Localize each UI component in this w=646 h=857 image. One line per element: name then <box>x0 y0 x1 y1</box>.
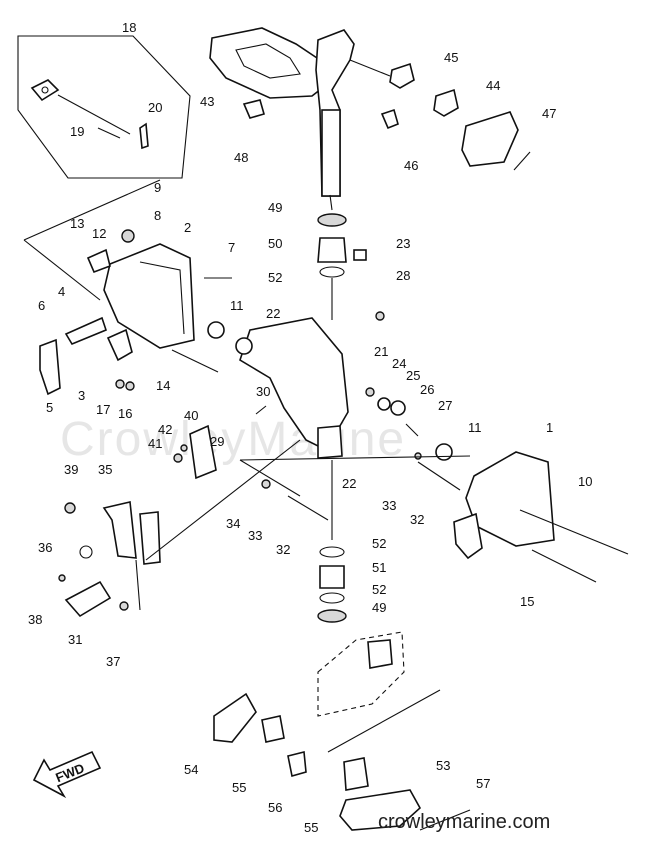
callout-31: 31 <box>68 632 82 647</box>
callout-54: 54 <box>184 762 198 777</box>
lower-housing-outline <box>317 631 405 717</box>
callout-52a: 52 <box>268 270 282 285</box>
callout-41: 41 <box>148 436 162 451</box>
callout-1: 1 <box>546 420 553 435</box>
site-url-text: crowleymarine.com <box>378 811 550 833</box>
callout-47: 47 <box>542 106 556 121</box>
callout-33a: 33 <box>248 528 262 543</box>
watermark-text: CrowleyMarine <box>60 413 406 466</box>
callout-37: 37 <box>106 654 120 669</box>
port-clamp-bracket <box>261 443 629 583</box>
callout-labels: 1 2 3 4 5 6 7 8 9 10 11 11 12 13 14 15 1… <box>28 20 592 835</box>
callout-12: 12 <box>92 226 106 241</box>
callout-45: 45 <box>444 50 458 65</box>
callout-6: 6 <box>38 298 45 313</box>
callout-5: 5 <box>46 400 53 415</box>
callout-49a: 49 <box>268 200 282 215</box>
forward-arrow-icon: FWD <box>32 750 102 799</box>
swivel-shaft-assembly <box>209 27 355 197</box>
callout-9: 9 <box>154 180 161 195</box>
callout-29: 29 <box>210 434 224 449</box>
callout-39: 39 <box>64 462 78 477</box>
lower-bushing-stack <box>317 460 347 623</box>
callout-35: 35 <box>98 462 112 477</box>
callout-27: 27 <box>438 398 452 413</box>
callout-36: 36 <box>38 540 52 555</box>
callout-11a: 11 <box>230 298 244 313</box>
tilt-lock-plate <box>173 424 217 480</box>
callout-57: 57 <box>476 776 490 791</box>
callout-43: 43 <box>200 94 214 109</box>
callout-50: 50 <box>268 236 282 251</box>
callout-26: 26 <box>420 382 434 397</box>
callout-22a: 22 <box>266 306 280 321</box>
callout-15: 15 <box>520 594 534 609</box>
callout-23: 23 <box>396 236 410 251</box>
callout-7: 7 <box>228 240 235 255</box>
callout-44: 44 <box>486 78 500 93</box>
callout-32b: 32 <box>410 512 424 527</box>
callout-46: 46 <box>404 158 418 173</box>
tilt-support-parts <box>58 501 161 618</box>
bracket-cover-parts <box>380 62 531 171</box>
callout-18: 18 <box>122 20 136 35</box>
callout-4: 4 <box>58 284 65 299</box>
callout-32a: 32 <box>276 542 290 557</box>
callout-40: 40 <box>184 408 198 423</box>
swivel-bracket <box>207 311 419 459</box>
callout-21: 21 <box>374 344 388 359</box>
callout-52c: 52 <box>372 582 386 597</box>
callout-42: 42 <box>158 422 172 437</box>
callout-24: 24 <box>392 356 406 371</box>
callout-53: 53 <box>436 758 450 773</box>
callout-34: 34 <box>226 516 240 531</box>
callout-49b: 49 <box>372 600 386 615</box>
callout-22b: 22 <box>342 476 356 491</box>
callout-25: 25 <box>406 368 420 383</box>
callout-56: 56 <box>268 800 282 815</box>
callout-14: 14 <box>156 378 170 393</box>
callout-28: 28 <box>396 268 410 283</box>
starboard-clamp-bracket <box>39 229 232 396</box>
callout-51: 51 <box>372 560 386 575</box>
callout-2: 2 <box>184 220 191 235</box>
callout-55b: 55 <box>304 820 318 835</box>
callout-13: 13 <box>70 216 84 231</box>
callout-33b: 33 <box>382 498 396 513</box>
bracket-bolt-kit-box <box>17 35 191 179</box>
callout-38: 38 <box>28 612 42 627</box>
callout-10: 10 <box>578 474 592 489</box>
callout-52b: 52 <box>372 536 386 551</box>
callout-19: 19 <box>70 124 84 139</box>
connection-lines <box>23 59 471 753</box>
callout-55a: 55 <box>232 780 246 795</box>
callout-3: 3 <box>78 388 85 403</box>
callout-16: 16 <box>118 406 132 421</box>
bottom-parts <box>213 692 471 831</box>
callout-17: 17 <box>96 402 110 417</box>
upper-bushing-stack <box>317 213 367 320</box>
callout-30: 30 <box>256 384 270 399</box>
callout-20: 20 <box>148 100 162 115</box>
callout-11b: 11 <box>468 420 482 435</box>
callout-8: 8 <box>154 208 161 223</box>
callout-48: 48 <box>234 150 248 165</box>
